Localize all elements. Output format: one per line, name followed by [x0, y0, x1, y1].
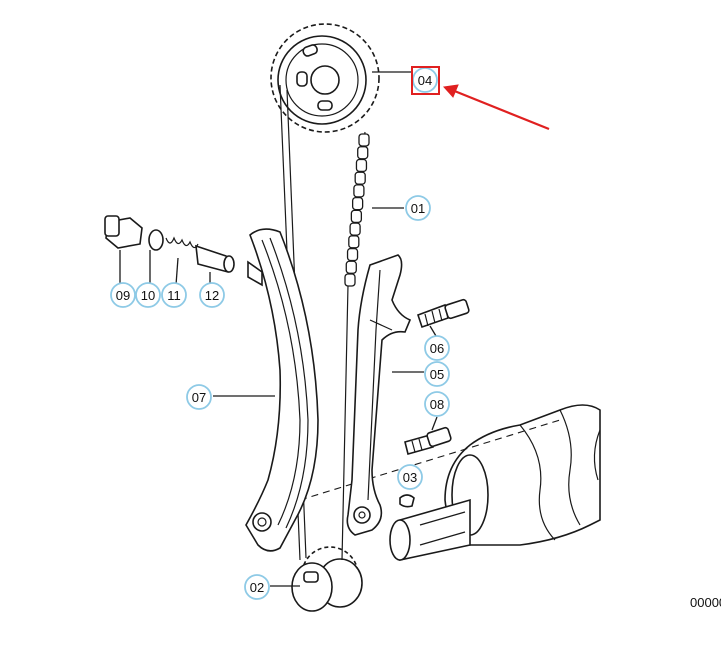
callout-04-label: 04 [418, 73, 432, 88]
callout-12: 12 [199, 282, 225, 308]
tensioner-assembly [104, 215, 235, 273]
bolt-06 [416, 298, 470, 329]
chain-link [346, 247, 359, 262]
chain-link [353, 184, 365, 198]
chain-link [345, 260, 357, 274]
callout-08-label: 08 [430, 397, 444, 412]
diagram-code: 00000 [690, 595, 721, 610]
chain-link [354, 171, 366, 185]
callout-08: 08 [424, 391, 450, 417]
leader-lines [119, 71, 438, 587]
crankshaft-sprocket [291, 546, 363, 612]
chain-link [355, 158, 368, 173]
callout-01: 01 [405, 195, 431, 221]
chain-link [350, 209, 363, 224]
callout-06: 06 [424, 335, 450, 361]
chain-link [357, 146, 369, 160]
callout-03: 03 [397, 464, 423, 490]
callout-02: 02 [244, 574, 270, 600]
chain-link [344, 273, 356, 287]
guide-rail [346, 254, 412, 536]
callout-10: 10 [135, 282, 161, 308]
callout-04: 04 [412, 67, 438, 93]
woodruff-key [399, 494, 415, 508]
chain-link [351, 196, 364, 211]
callout-07: 07 [186, 384, 212, 410]
callout-09: 09 [110, 282, 136, 308]
camshaft-sprocket [270, 23, 380, 133]
callout-01-label: 01 [411, 201, 425, 216]
chain-link [349, 222, 361, 236]
callout-09-label: 09 [116, 288, 130, 303]
callout-11-label: 11 [167, 288, 181, 303]
bolt-08 [404, 426, 452, 455]
callout-05-label: 05 [430, 367, 444, 382]
callout-03-label: 03 [403, 470, 417, 485]
callout-02-label: 02 [250, 580, 264, 595]
chain-link [358, 133, 370, 147]
pointer-arrow [443, 84, 550, 131]
crankshaft [389, 404, 601, 561]
callout-06-label: 06 [430, 341, 444, 356]
callout-11: 11 [161, 282, 187, 308]
callout-05: 05 [424, 361, 450, 387]
tensioner-rail [245, 228, 319, 552]
chain-link [348, 235, 360, 249]
callout-10-label: 10 [141, 288, 155, 303]
callout-07-label: 07 [192, 390, 206, 405]
callout-12-label: 12 [205, 288, 219, 303]
highlight-box [411, 66, 440, 95]
